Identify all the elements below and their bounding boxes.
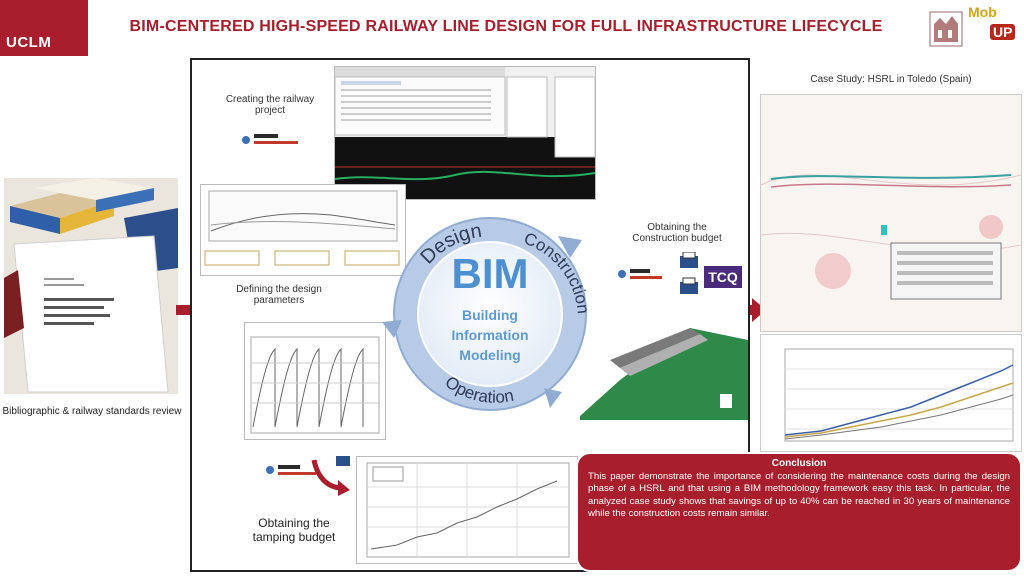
software-view	[334, 67, 596, 199]
bim-sub-information: Information	[452, 327, 529, 343]
conclusion-box: Conclusion This paper demonstrate the im…	[576, 452, 1022, 572]
standards-review-caption: Bibliographic & railway standards review	[2, 406, 182, 417]
railway-software-screenshot	[334, 66, 596, 200]
software-logo-icon	[266, 465, 316, 475]
bim-lifecycle-cycle: Design Construction Operation BIM Buildi…	[382, 217, 593, 411]
case-study-map	[760, 94, 1022, 332]
tamping-budget-chart	[356, 456, 578, 564]
uclm-logo: UCLM	[0, 0, 88, 56]
bim-title: BIM	[452, 250, 529, 297]
mobup-logo: Mob UP	[926, 2, 1022, 52]
case-study-caption: Case Study: HSRL in Toledo (Spain)	[810, 74, 972, 85]
software-logo-icon	[618, 269, 662, 279]
institution-seal-icon	[929, 11, 963, 47]
bim-sub-building: Building	[462, 307, 518, 323]
tamping-budget-label: Obtaining the tamping budget	[252, 516, 336, 544]
printer-icon	[680, 252, 698, 294]
mobup-logo-top: Mob	[968, 4, 997, 20]
profile-chart	[204, 190, 400, 266]
construction-budget-label: Obtaining the Construction budget	[632, 222, 722, 244]
standards-books-photo	[4, 178, 178, 394]
terrain-3d-model	[580, 328, 748, 420]
conclusion-title: Conclusion	[771, 458, 827, 469]
cumulative-cost-chart	[366, 462, 570, 558]
books-illustration	[4, 178, 178, 394]
creating-project-label: Creating the railway project	[225, 94, 315, 116]
bim-sub-modeling: Modeling	[459, 347, 520, 363]
tamping-chart	[244, 322, 386, 440]
tamping-degradation-chart	[250, 336, 380, 434]
maintenance-cost-chart	[760, 334, 1022, 452]
curved-arrow-icon	[311, 456, 350, 496]
mobup-logo-bottom: UP	[990, 24, 1016, 40]
conclusion-text: This paper demonstrate the importance of…	[588, 471, 1010, 520]
maintenance-comparison-chart	[784, 348, 1014, 442]
uclm-logo-text: UCLM	[6, 34, 52, 51]
design-parameters-chart	[200, 184, 406, 276]
tcq-logo: TCQ	[704, 266, 742, 288]
software-logo-icon	[242, 134, 298, 144]
poster-title: BIM-CENTERED HIGH-SPEED RAILWAY LINE DES…	[129, 18, 883, 35]
defining-parameters-label: Defining the design parameters	[236, 284, 322, 306]
toledo-route-map	[761, 95, 1021, 331]
